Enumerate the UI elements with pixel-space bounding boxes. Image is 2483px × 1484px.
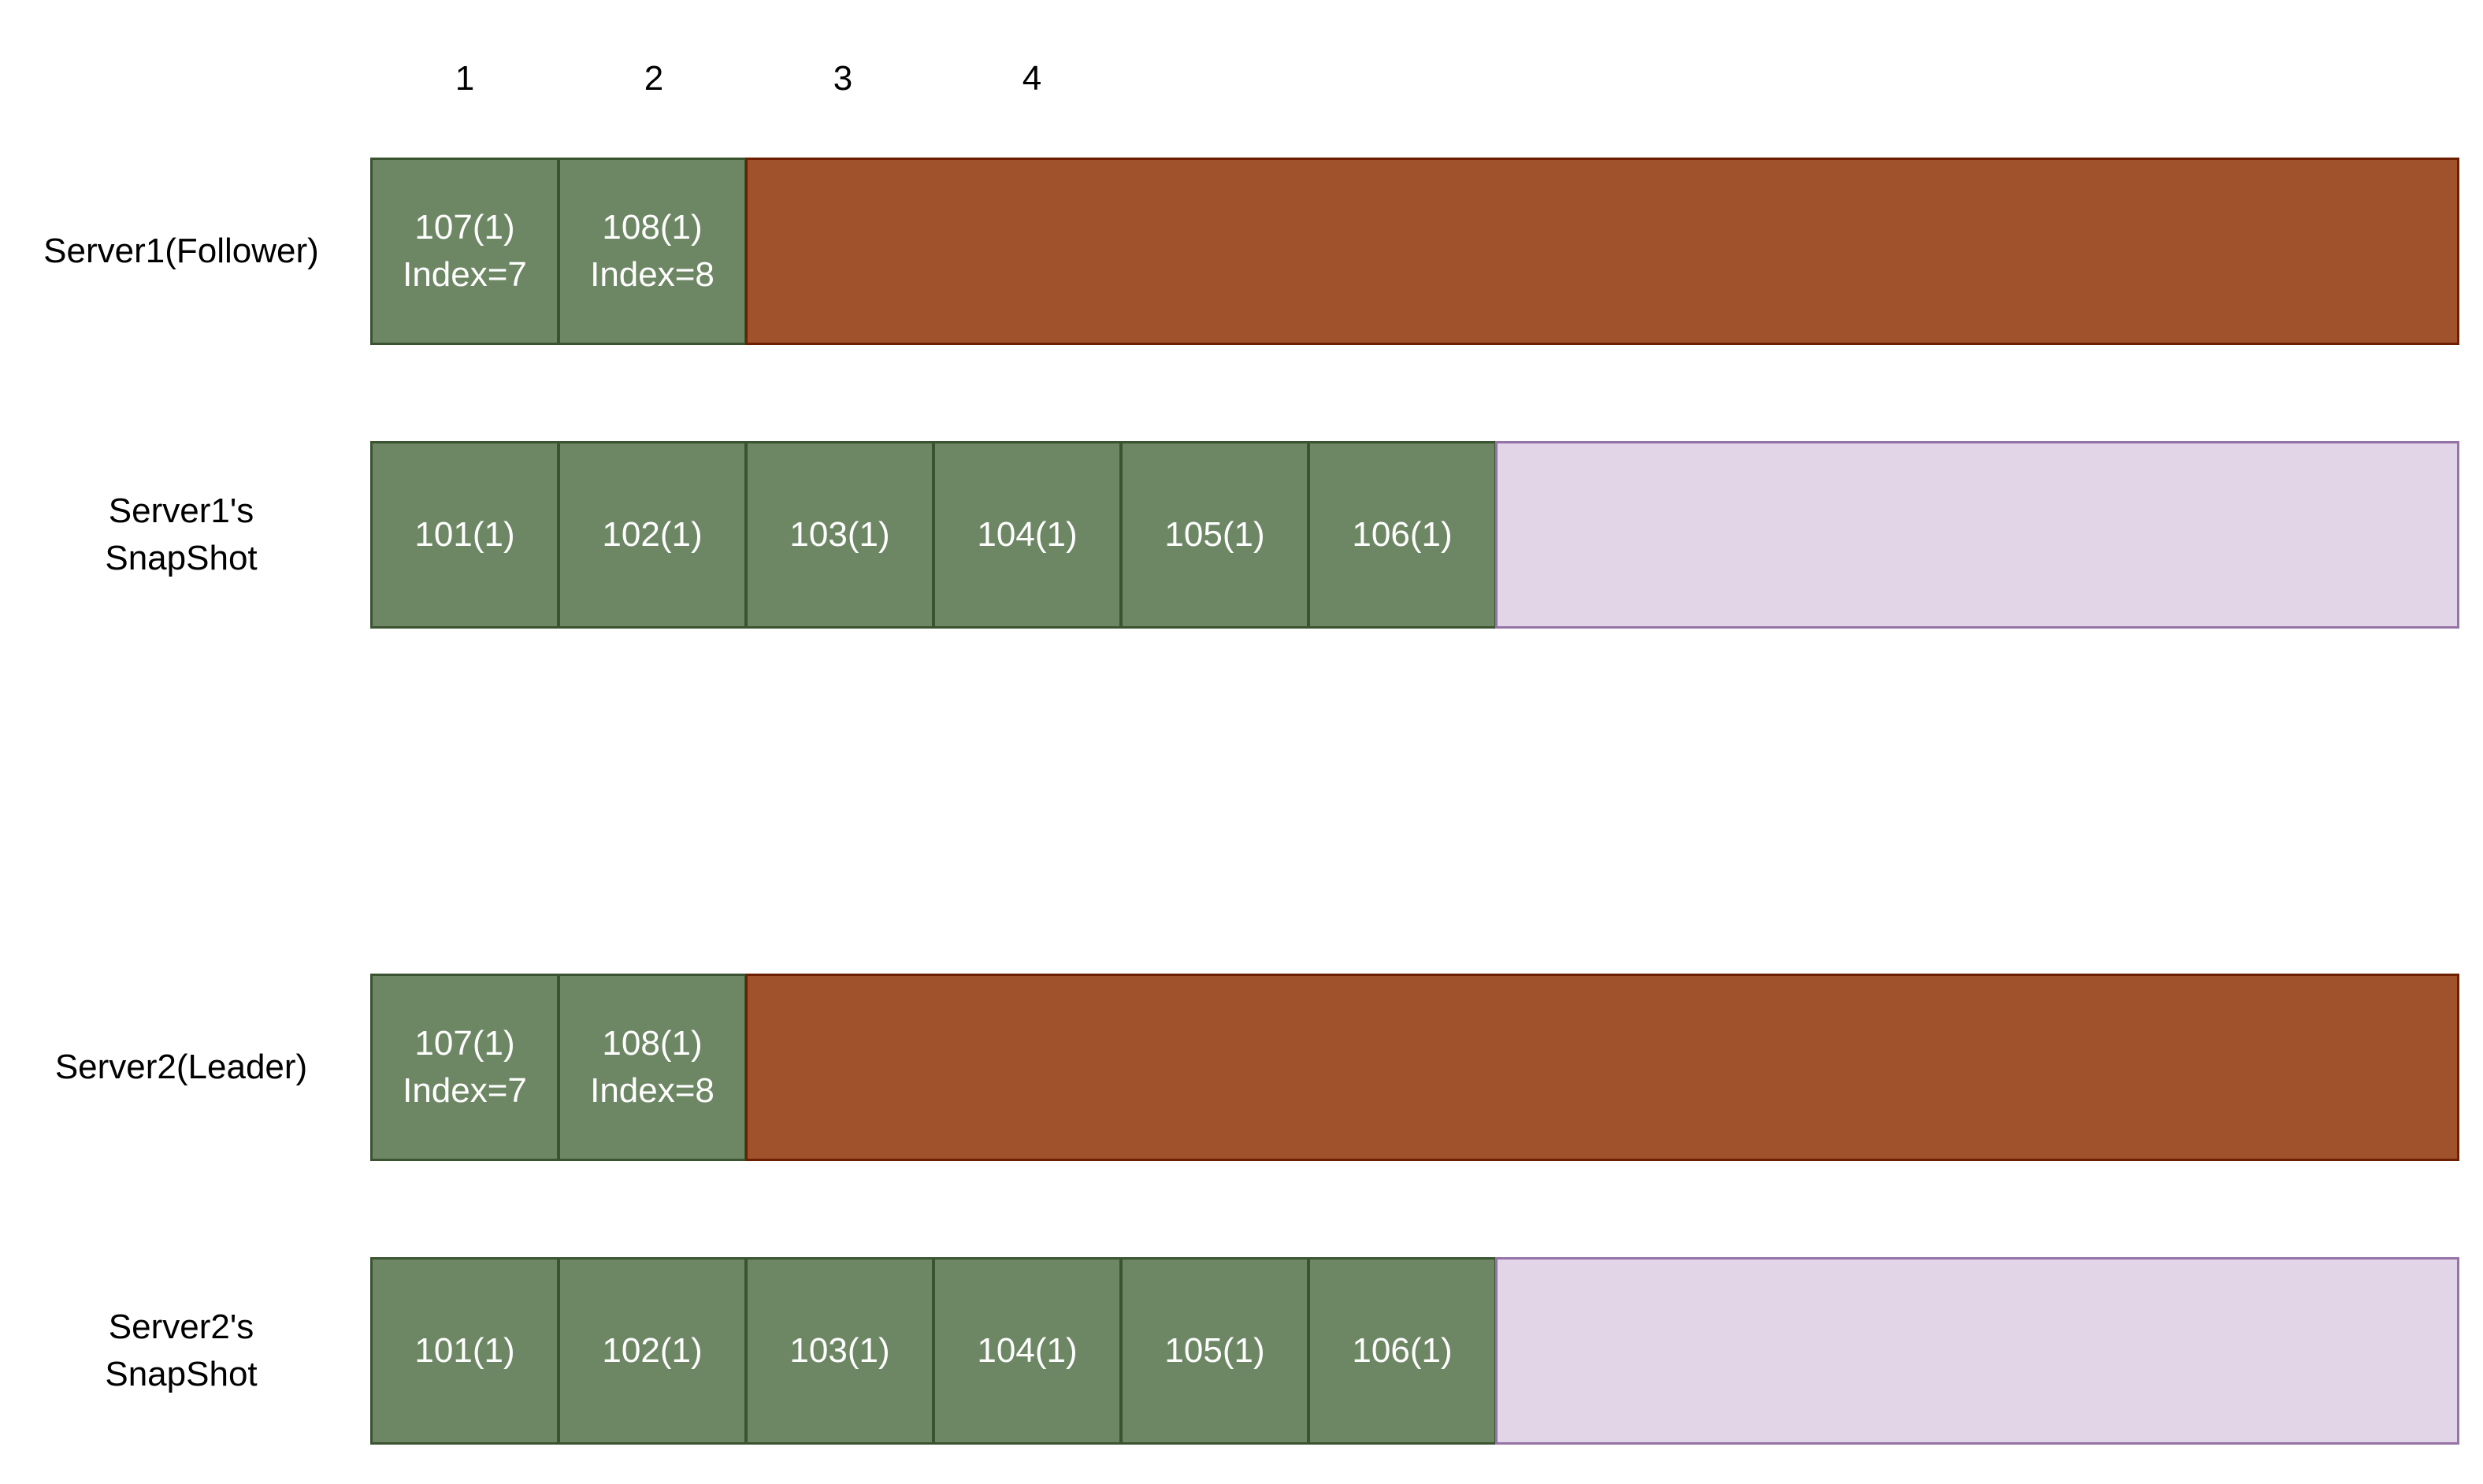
row-label-1: Server1(Follower) [43,232,319,270]
log-entry-cell: 102(1) [558,441,747,629]
log-remaining-area [745,974,2459,1161]
log-entry-cell: 104(1) [933,441,1122,629]
entry-term-label: 105(1) [1164,515,1265,554]
log-row: 107(1) Index=7 108(1) Index=8 [370,974,2459,1161]
column-index-2: 2 [644,59,664,98]
column-index-3: 3 [833,59,853,98]
row-label-2: Server1's SnapShot [105,492,258,577]
entry-term-label: 106(1) [1352,1331,1453,1370]
entry-term-label: 103(1) [789,1331,890,1370]
entry-term-label: 104(1) [977,515,1078,554]
row-label-3: Server2(Leader) [54,1048,308,1086]
snapshot-row: 101(1) 102(1) 103(1) 104(1) 105(1) 106(1) [370,1257,2459,1445]
entry-term-label: 108(1) [602,1024,703,1063]
log-row: 107(1) Index=7 108(1) Index=8 [370,158,2459,345]
log-remaining-area [745,158,2459,345]
entry-term-label: 105(1) [1164,1331,1265,1370]
snapshot-remaining-area [1495,441,2459,629]
entry-index-label: Index=7 [403,1071,527,1110]
entry-term-label: 106(1) [1352,515,1453,554]
snapshot-row: 101(1) 102(1) 103(1) 104(1) 105(1) 106(1) [370,441,2459,629]
log-entry-cell: 101(1) [370,441,559,629]
log-entry-cell: 108(1) Index=8 [558,158,747,345]
entry-term-label: 107(1) [414,1024,515,1063]
log-entry-cell: 105(1) [1120,441,1309,629]
entry-index-label: Index=8 [590,255,714,294]
entry-term-label: 102(1) [602,1331,703,1370]
log-entry-cell: 108(1) Index=8 [558,974,747,1161]
entry-index-label: Index=7 [403,255,527,294]
entry-index-label: Index=8 [590,1071,714,1110]
log-entry-cell: 102(1) [558,1257,747,1445]
log-entry-cell: 103(1) [745,1257,934,1445]
row-label-4: Server2's SnapShot [105,1308,258,1393]
log-entry-cell: 101(1) [370,1257,559,1445]
entry-term-label: 107(1) [414,208,515,247]
log-entry-cell: 107(1) Index=7 [370,974,559,1161]
log-entry-cell: 104(1) [933,1257,1122,1445]
log-entry-cell: 106(1) [1308,1257,1497,1445]
log-entry-cell: 106(1) [1308,441,1497,629]
column-index-1: 1 [455,59,475,98]
entry-term-label: 101(1) [414,1331,515,1370]
entry-term-label: 101(1) [414,515,515,554]
log-entry-cell: 103(1) [745,441,934,629]
column-index-4: 4 [1022,59,1042,98]
entry-term-label: 102(1) [602,515,703,554]
log-entry-cell: 105(1) [1120,1257,1309,1445]
entry-term-label: 103(1) [789,515,890,554]
entry-term-label: 108(1) [602,208,703,247]
entry-term-label: 104(1) [977,1331,1078,1370]
snapshot-remaining-area [1495,1257,2459,1445]
log-entry-cell: 107(1) Index=7 [370,158,559,345]
